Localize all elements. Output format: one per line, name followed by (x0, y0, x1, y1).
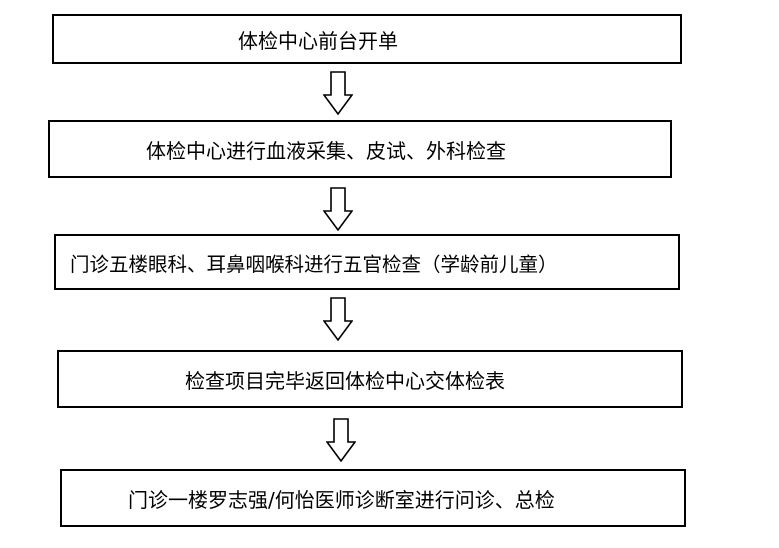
down-arrow-icon (323, 297, 353, 341)
step-label: 门诊一楼罗志强/何怡医师诊断室进行问诊、总检 (128, 487, 555, 512)
step-5-consultation-final-check: 门诊一楼罗志强/何怡医师诊断室进行问诊、总检 (60, 469, 686, 527)
step-1-front-desk-order: 体检中心前台开单 (52, 14, 682, 64)
down-arrow-icon (323, 187, 353, 231)
step-label: 体检中心前台开单 (238, 28, 398, 53)
down-arrow-icon (326, 418, 356, 462)
down-arrow-icon (323, 71, 353, 115)
step-2-blood-skin-surgery-check: 体检中心进行血液采集、皮试、外科检查 (48, 120, 672, 178)
step-label: 检查项目完毕返回体检中心交体检表 (185, 368, 505, 393)
step-label: 门诊五楼眼科、耳鼻咽喉科进行五官检查（学龄前儿童） (70, 252, 558, 276)
step-4-return-form: 检查项目完毕返回体检中心交体检表 (57, 350, 683, 408)
step-3-ent-eye-check: 门诊五楼眼科、耳鼻咽喉科进行五官检查（学龄前儿童） (54, 234, 680, 290)
step-label: 体检中心进行血液采集、皮试、外科检查 (146, 138, 506, 163)
